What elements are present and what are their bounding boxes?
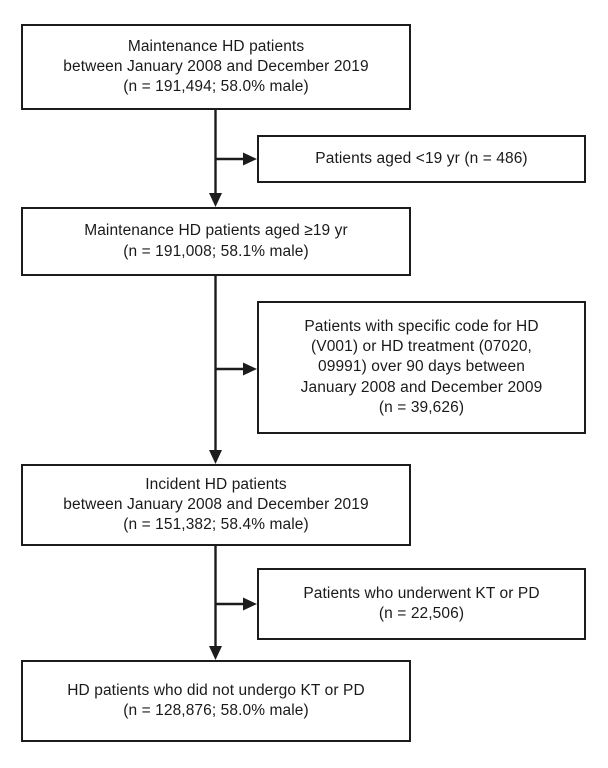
connector-branch-3 bbox=[215, 597, 257, 611]
connector-vertical-1 bbox=[209, 110, 222, 207]
flow-node-exclusion-age: Patients aged <19 yr (n = 486) bbox=[257, 135, 586, 183]
flow-node-source-cohort-label: Maintenance HD patients between January … bbox=[63, 37, 369, 96]
flow-node-final-cohort: HD patients who did not undergo KT or PD… bbox=[21, 660, 411, 742]
flow-node-exclusion-age-label: Patients aged <19 yr (n = 486) bbox=[315, 149, 528, 167]
flow-node-incident-cohort-label: Incident HD patients between January 200… bbox=[63, 475, 369, 534]
flow-node-after-age-exclusion-label: Maintenance HD patients aged ≥19 yr (n =… bbox=[84, 222, 348, 260]
flow-node-exclusion-kt-pd-label: Patients who underwent KT or PD (n = 22,… bbox=[303, 584, 540, 622]
connector-vertical-3 bbox=[209, 546, 222, 660]
connector-branch-2 bbox=[215, 362, 257, 376]
connector-branch-1 bbox=[215, 152, 257, 166]
flow-node-final-cohort-label: HD patients who did not undergo KT or PD… bbox=[67, 681, 365, 719]
connector-vertical-2 bbox=[209, 276, 222, 464]
flow-node-source-cohort: Maintenance HD patients between January … bbox=[21, 24, 411, 110]
flow-node-exclusion-prevalent-hd: Patients with specific code for HD (V001… bbox=[257, 301, 586, 434]
flow-node-after-age-exclusion: Maintenance HD patients aged ≥19 yr (n =… bbox=[21, 207, 411, 276]
flow-node-exclusion-prevalent-hd-label: Patients with specific code for HD (V001… bbox=[300, 318, 543, 416]
flow-node-incident-cohort: Incident HD patients between January 200… bbox=[21, 464, 411, 546]
flow-node-exclusion-kt-pd: Patients who underwent KT or PD (n = 22,… bbox=[257, 568, 586, 640]
